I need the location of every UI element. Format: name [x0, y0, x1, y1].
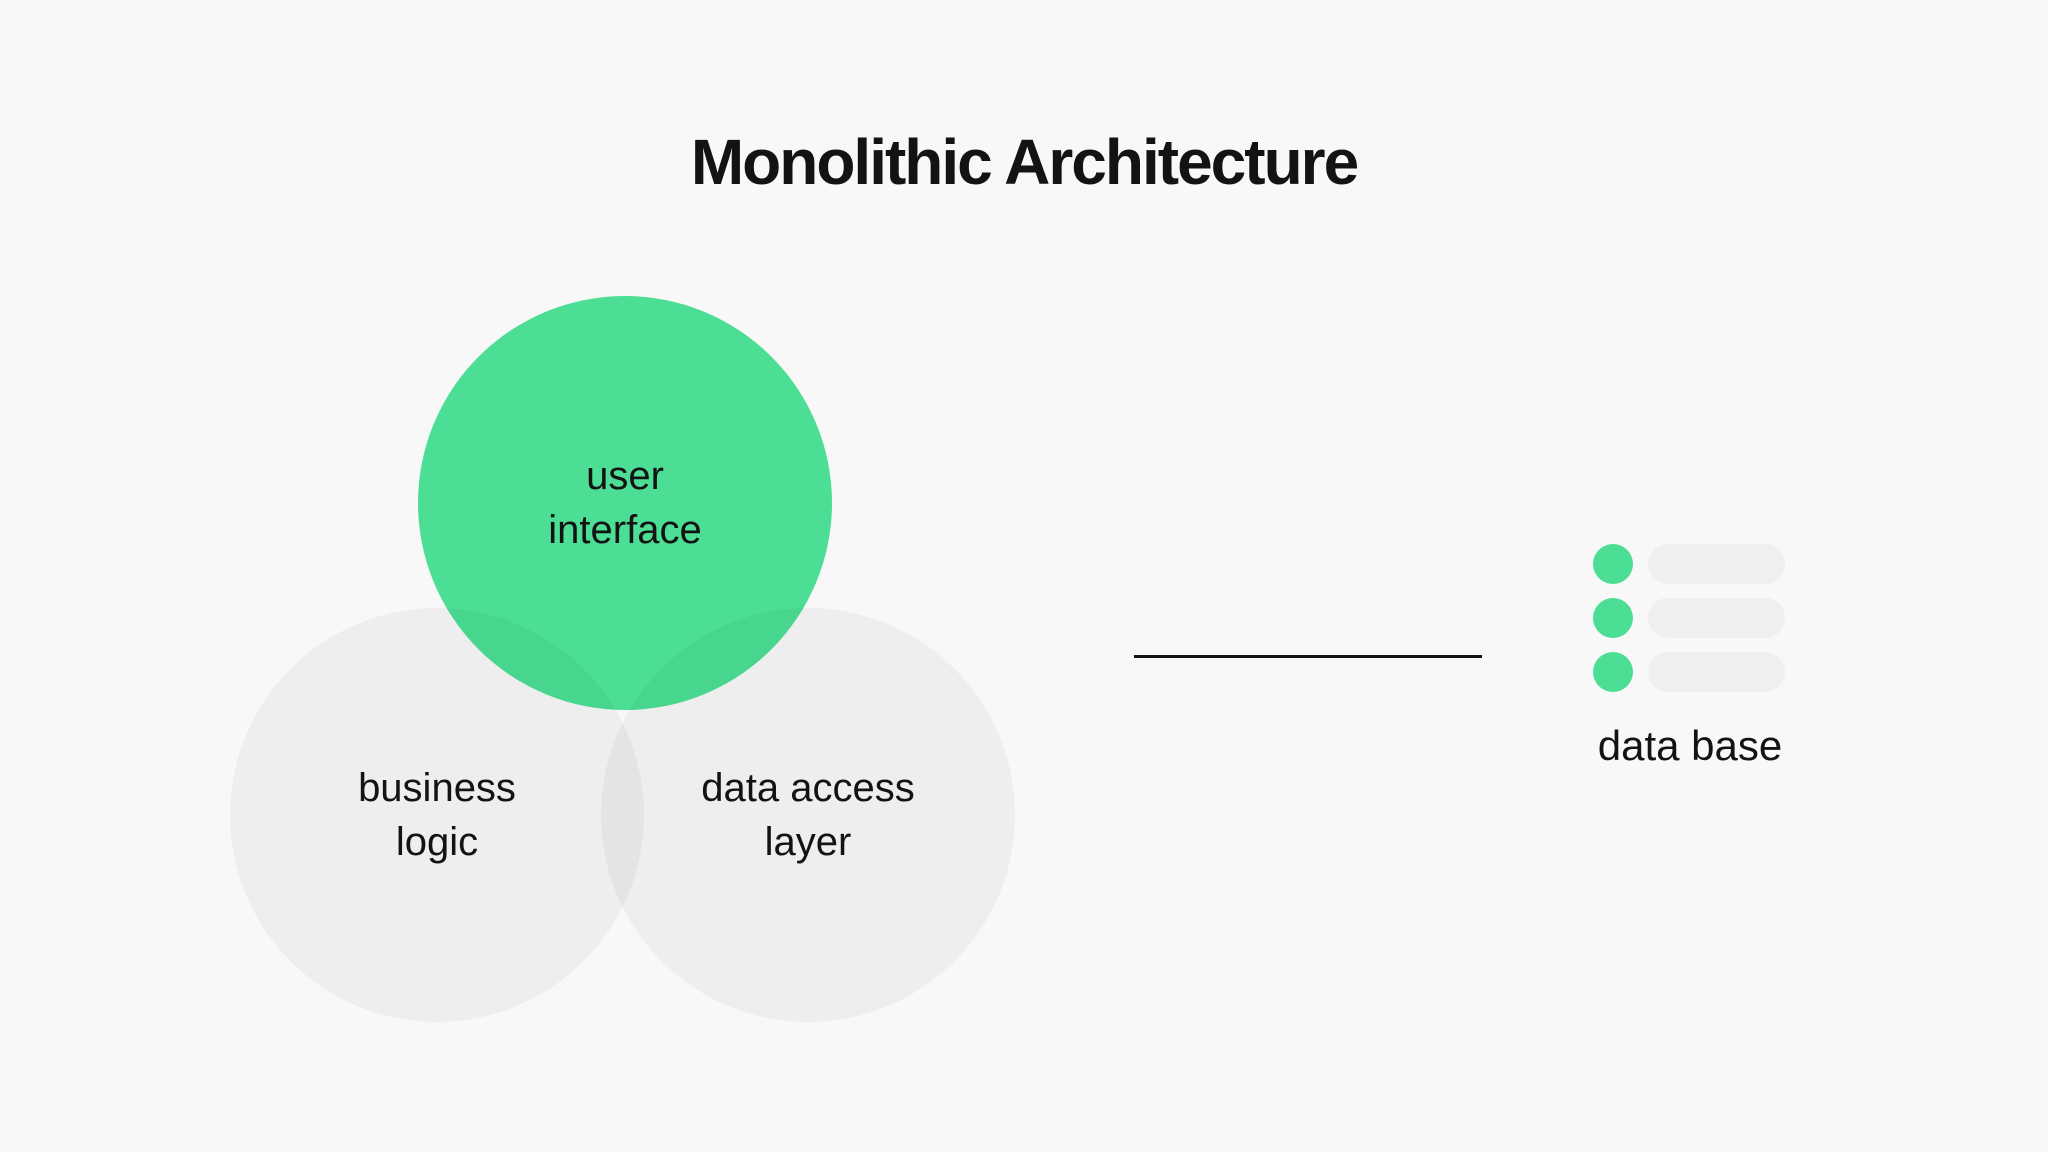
label-data-access-layer-line2: layer: [764, 820, 852, 864]
label-data-access-layer-line1: data access: [701, 766, 915, 810]
circle-user-interface: [418, 296, 832, 710]
label-user-interface-line2: interface: [548, 508, 702, 552]
circle-business-logic: [230, 608, 644, 1022]
label-data-access-layer: data access layer: [601, 761, 1015, 869]
database-bar-icon: [1648, 598, 1785, 638]
connector-line: [1134, 655, 1482, 658]
database-dot-icon: [1593, 652, 1633, 692]
database-bar-icon: [1648, 544, 1785, 584]
page-title: Monolithic Architecture: [690, 126, 1359, 198]
label-business-logic: business logic: [230, 761, 644, 869]
label-business-logic-line1: business: [358, 766, 516, 810]
database-row: [1593, 652, 1785, 692]
database-bar-icon: [1648, 652, 1785, 692]
database-dot-icon: [1593, 544, 1633, 584]
circle-data-access-layer: [601, 608, 1015, 1022]
database-dot-icon: [1593, 598, 1633, 638]
database-label: data base: [1597, 722, 1783, 769]
label-business-logic-line2: logic: [395, 820, 479, 864]
database-row: [1593, 598, 1785, 638]
database-icon: [1593, 544, 1785, 692]
label-user-interface: user interface: [418, 449, 832, 557]
label-user-interface-line1: user: [586, 454, 664, 498]
database-row: [1593, 544, 1785, 584]
